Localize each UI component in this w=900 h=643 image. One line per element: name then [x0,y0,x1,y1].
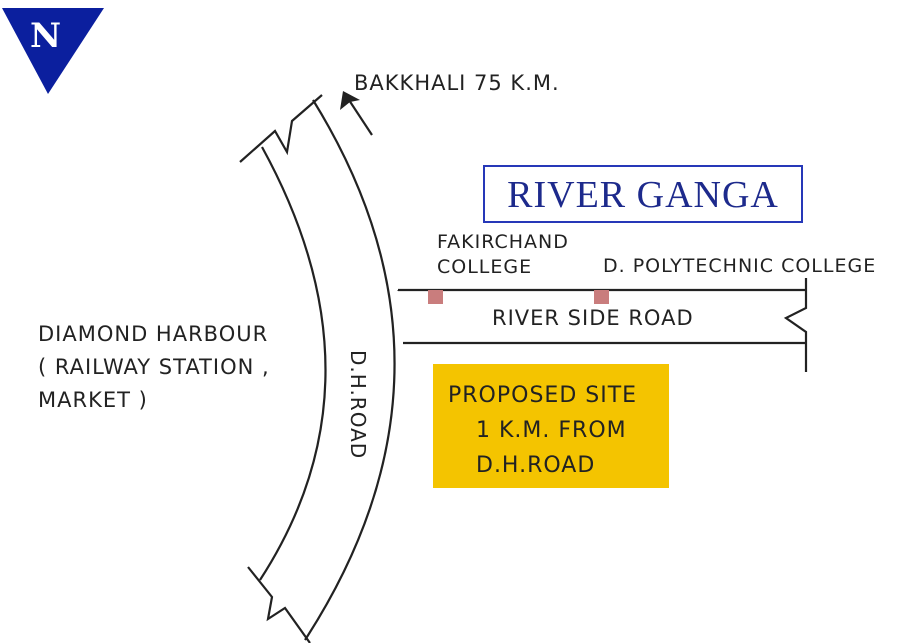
river-ganga-label: RIVER GANGA [483,165,803,223]
diamond-harbour-line-3: MARKET ) [38,388,148,412]
diamond-harbour-label: DIAMOND HARBOUR ( RAILWAY STATION , MARK… [38,318,270,417]
site-line-2: 1 K.M. FROM [476,418,627,443]
bakkhali-label: BAKKHALI 75 K.M. [354,71,560,95]
north-triangle-icon [2,8,104,94]
site-line-3: D.H.ROAD [476,453,596,478]
river-side-road-label: RIVER SIDE ROAD [492,306,694,330]
site-line-1: PROPOSED SITE [448,383,638,408]
fakirchand-college-label: FAKIRCHAND COLLEGE [437,232,569,278]
dh-road-label: D.H.ROAD [346,350,370,460]
fakirchand-line-2: COLLEGE [437,255,533,278]
bottom-break-line [247,566,311,643]
polytechnic-college-marker [594,290,609,304]
top-break-line [239,94,323,163]
north-label: N [30,16,62,56]
polytechnic-college-label: D. POLYTECHNIC COLLEGE [603,255,877,277]
dh-road-east-edge [304,99,396,641]
fakirchand-college-marker [428,290,443,304]
fakirchand-line-1: FAKIRCHAND [437,231,569,253]
diamond-harbour-line-1: DIAMOND HARBOUR [38,322,269,346]
road-end-break [783,278,808,372]
dh-road-west-edge [259,146,327,581]
arrow-head-icon [340,91,360,110]
arrow-shaft [346,96,373,136]
proposed-site-box: PROPOSED SITE 1 K.M. FROM D.H.ROAD [433,364,669,488]
north-indicator: N [0,6,106,96]
diamond-harbour-line-2: ( RAILWAY STATION , [38,355,270,379]
